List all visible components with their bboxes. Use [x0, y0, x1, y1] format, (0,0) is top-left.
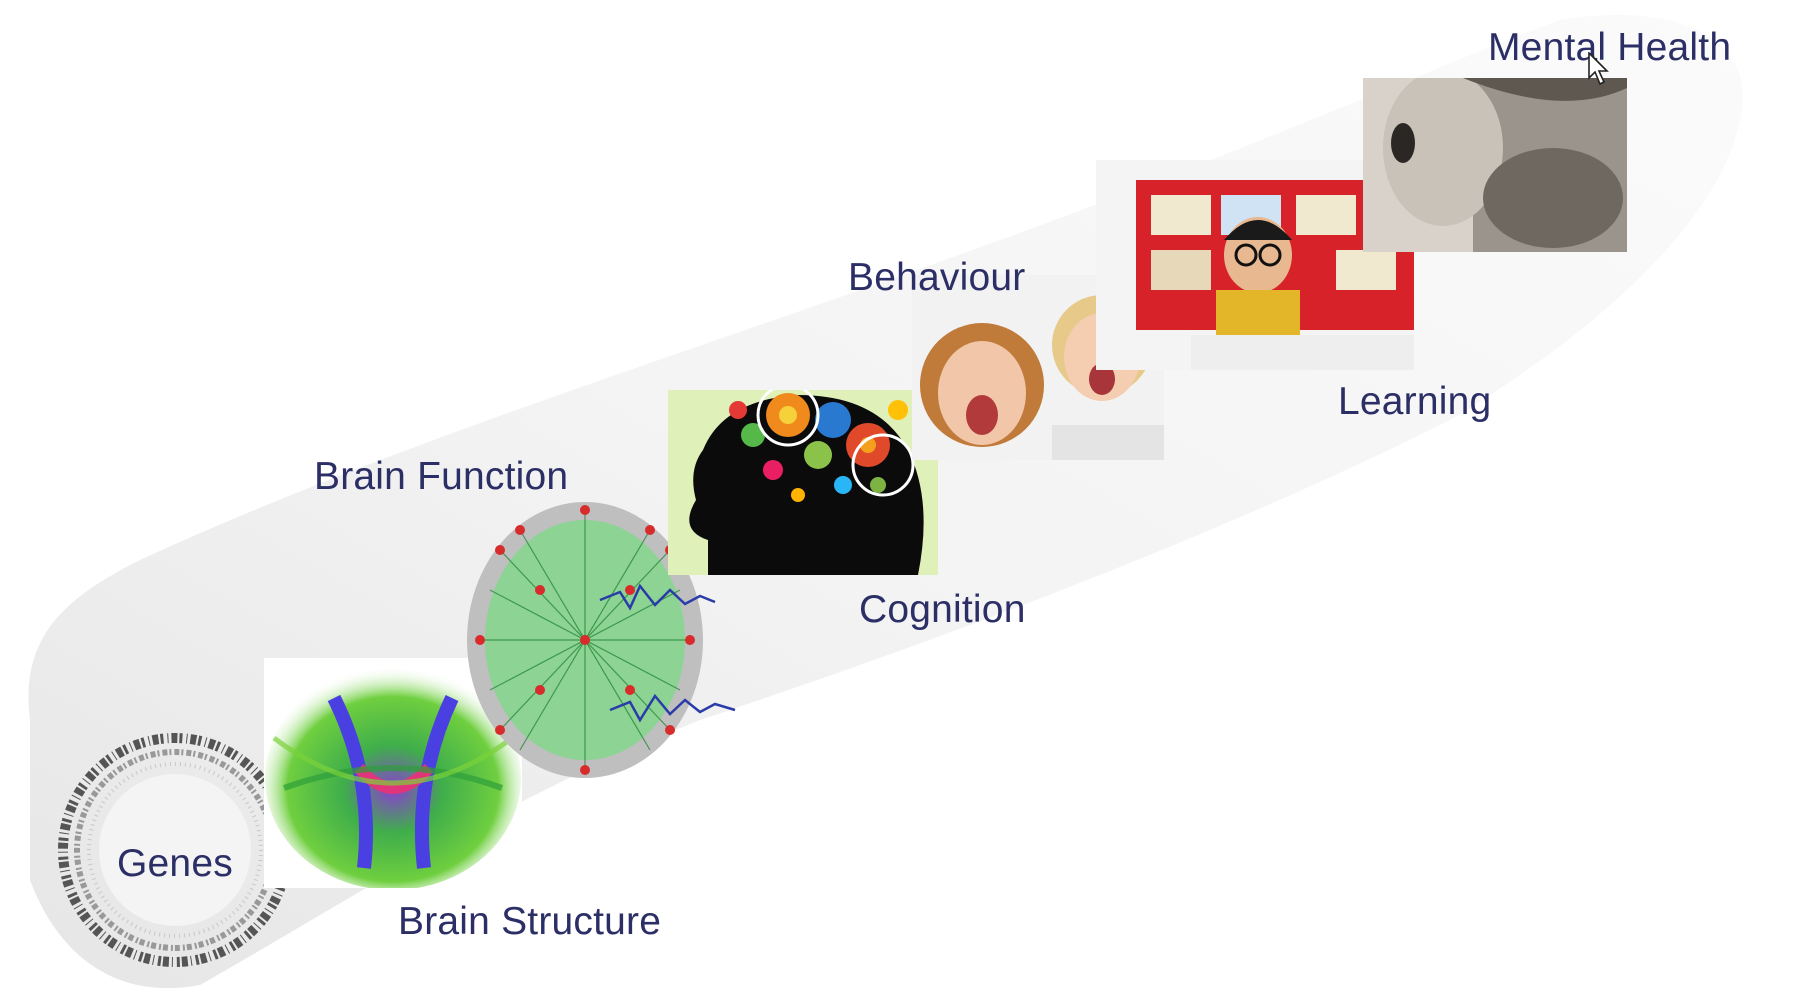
brain-network-icon — [460, 490, 740, 780]
stage-label-mental-health: Mental Health — [1488, 26, 1732, 69]
head-gears-icon — [668, 390, 938, 575]
stage-label-genes: Genes — [117, 842, 233, 885]
mental-health-photo — [1363, 78, 1627, 252]
stage-label-learning: Learning — [1338, 380, 1492, 423]
stage-label-brain-structure: Brain Structure — [398, 900, 662, 943]
stage-label-brain-function: Brain Function — [314, 455, 569, 498]
cursor-arrow-icon — [1588, 51, 1610, 91]
stage-label-behaviour: Behaviour — [848, 256, 1026, 299]
behaviour-photo — [912, 275, 1164, 460]
brain-tractography-icon — [264, 658, 522, 888]
stage-label-cognition: Cognition — [859, 588, 1026, 631]
learning-photo — [1096, 160, 1414, 370]
